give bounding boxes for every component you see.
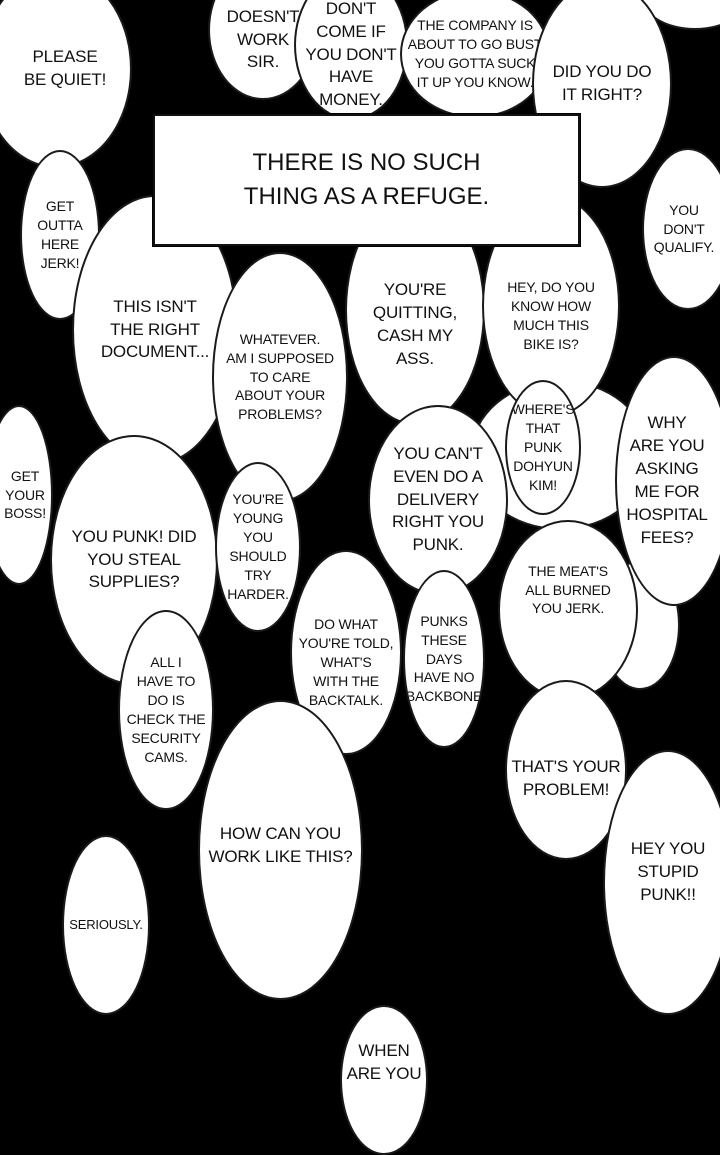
narration-caption-box: THERE IS NO SUCH THING AS A REFUGE. (153, 114, 580, 246)
bubble-text: THAT'S YOUR PROBLEM! (511, 757, 621, 799)
bubble-text: WHATEVER. AM I SUPPOSED TO CARE ABOUT YO… (226, 330, 334, 423)
speech-bubble-meats-all-burned: THE MEAT'S ALL BURNED YOU JERK. (498, 520, 638, 700)
bubble-text: YOU CAN'T EVEN DO A DELIVERY RIGHT YOU P… (391, 443, 485, 555)
bubble-text: WHY ARE YOU ASKING ME FOR HOSPITAL FEES? (626, 413, 708, 547)
speech-bubble-please-be-quiet: PLEASE BE QUIET! (0, 0, 132, 168)
bubble-text: HEY YOU STUPID PUNK!! (630, 839, 706, 904)
bubble-text: HOW CAN YOU WORK LIKE THIS? (208, 824, 353, 866)
bubble-text: YOU DON'T QUALIFY. (653, 201, 715, 256)
speech-bubble-when-are-you: WHEN ARE YOU (340, 1005, 428, 1155)
speech-bubble-why-hospital-fees: WHY ARE YOU ASKING ME FOR HOSPITAL FEES? (615, 356, 720, 606)
bubble-text: DO WHAT YOU'RE TOLD, WHAT'S WITH THE BAC… (298, 616, 394, 708)
speech-bubble-you-dont-qualify: YOU DON'T QUALIFY. (642, 148, 720, 310)
bubble-text: SERIOUSLY. (69, 917, 143, 933)
speech-bubble-check-the-security-cams: ALL I HAVE TO DO IS CHECK THE SECURITY C… (118, 610, 214, 810)
speech-bubble-hey-you-stupid-punk: HEY YOU STUPID PUNK!! (603, 750, 720, 1015)
bubble-text: DID YOU DO IT RIGHT? (552, 62, 652, 104)
bubble-text: PLEASE BE QUIET! (23, 47, 107, 89)
bubble-text: GET OUTTA HERE JERK! (37, 198, 83, 271)
caption-text: THERE IS NO SUCH THING AS A REFUGE. (243, 149, 490, 210)
bubble-text: ALL I HAVE TO DO IS CHECK THE SECURITY C… (126, 654, 206, 765)
bubble-text: YOU'RE QUITTING, CASH MY ASS. (372, 280, 458, 368)
speech-bubble-how-can-you-work-like-this: HOW CAN YOU WORK LIKE THIS? (198, 700, 363, 1000)
bubble-text: WHEN ARE YOU (346, 1041, 422, 1083)
speech-bubble-punks-have-no-backbone: PUNKS THESE DAYS HAVE NO BACKBONE (403, 570, 485, 748)
speech-bubble-thats-your-problem: THAT'S YOUR PROBLEM! (505, 680, 627, 860)
bubble-text: THE COMPANY IS ABOUT TO GO BUST YOU GOTT… (407, 17, 543, 90)
speech-bubble-dont-come-if-no-money: DON'T COME IF YOU DON'T HAVE MONEY. (294, 0, 408, 120)
speech-bubble-whatever-am-i-supposed-to-care: WHATEVER. AM I SUPPOSED TO CARE ABOUT YO… (212, 252, 348, 502)
speech-bubble-company-about-to-go-bust: THE COMPANY IS ABOUT TO GO BUST YOU GOTT… (400, 0, 550, 118)
speech-bubble-youre-young-try-harder: YOU'RE YOUNG YOU SHOULD TRY HARDER. (215, 462, 301, 632)
speech-bubble-cant-even-do-a-delivery: YOU CAN'T EVEN DO A DELIVERY RIGHT YOU P… (368, 405, 508, 595)
bubble-text: HEY, DO YOU KNOW HOW MUCH THIS BIKE IS? (507, 279, 595, 352)
speech-bubble-get-your-boss: GET YOUR BOSS! (0, 405, 53, 585)
bubble-text: DON'T COME IF YOU DON'T HAVE MONEY. (305, 0, 397, 110)
bubble-text: THIS ISN'T THE RIGHT DOCUMENT... (100, 296, 210, 362)
bubble-text: WHERE'S THAT PUNK DOHYUN KIM! (511, 401, 575, 493)
speech-bubble-wheres-that-punk: WHERE'S THAT PUNK DOHYUN KIM! (505, 380, 581, 515)
bubble-text: GET YOUR BOSS! (4, 467, 46, 522)
bubble-text: YOU PUNK! DID YOU STEAL SUPPLIES? (71, 526, 197, 592)
bubble-text: PUNKS THESE DAYS HAVE NO BACKBONE (405, 612, 483, 705)
bubble-text: DOESN'T WORK SIR. (226, 6, 300, 72)
speech-bubble-did-you-do-it-right: DID YOU DO IT RIGHT? (532, 0, 672, 188)
speech-bubble-seriously: SERIOUSLY. (62, 835, 150, 1015)
bubble-text: YOU'RE YOUNG YOU SHOULD TRY HARDER. (227, 491, 289, 602)
speech-bubble-do-what-youre-told: DO WHAT YOU'RE TOLD, WHAT'S WITH THE BAC… (290, 550, 402, 755)
bubble-text: THE MEAT'S ALL BURNED YOU JERK. (525, 562, 611, 617)
